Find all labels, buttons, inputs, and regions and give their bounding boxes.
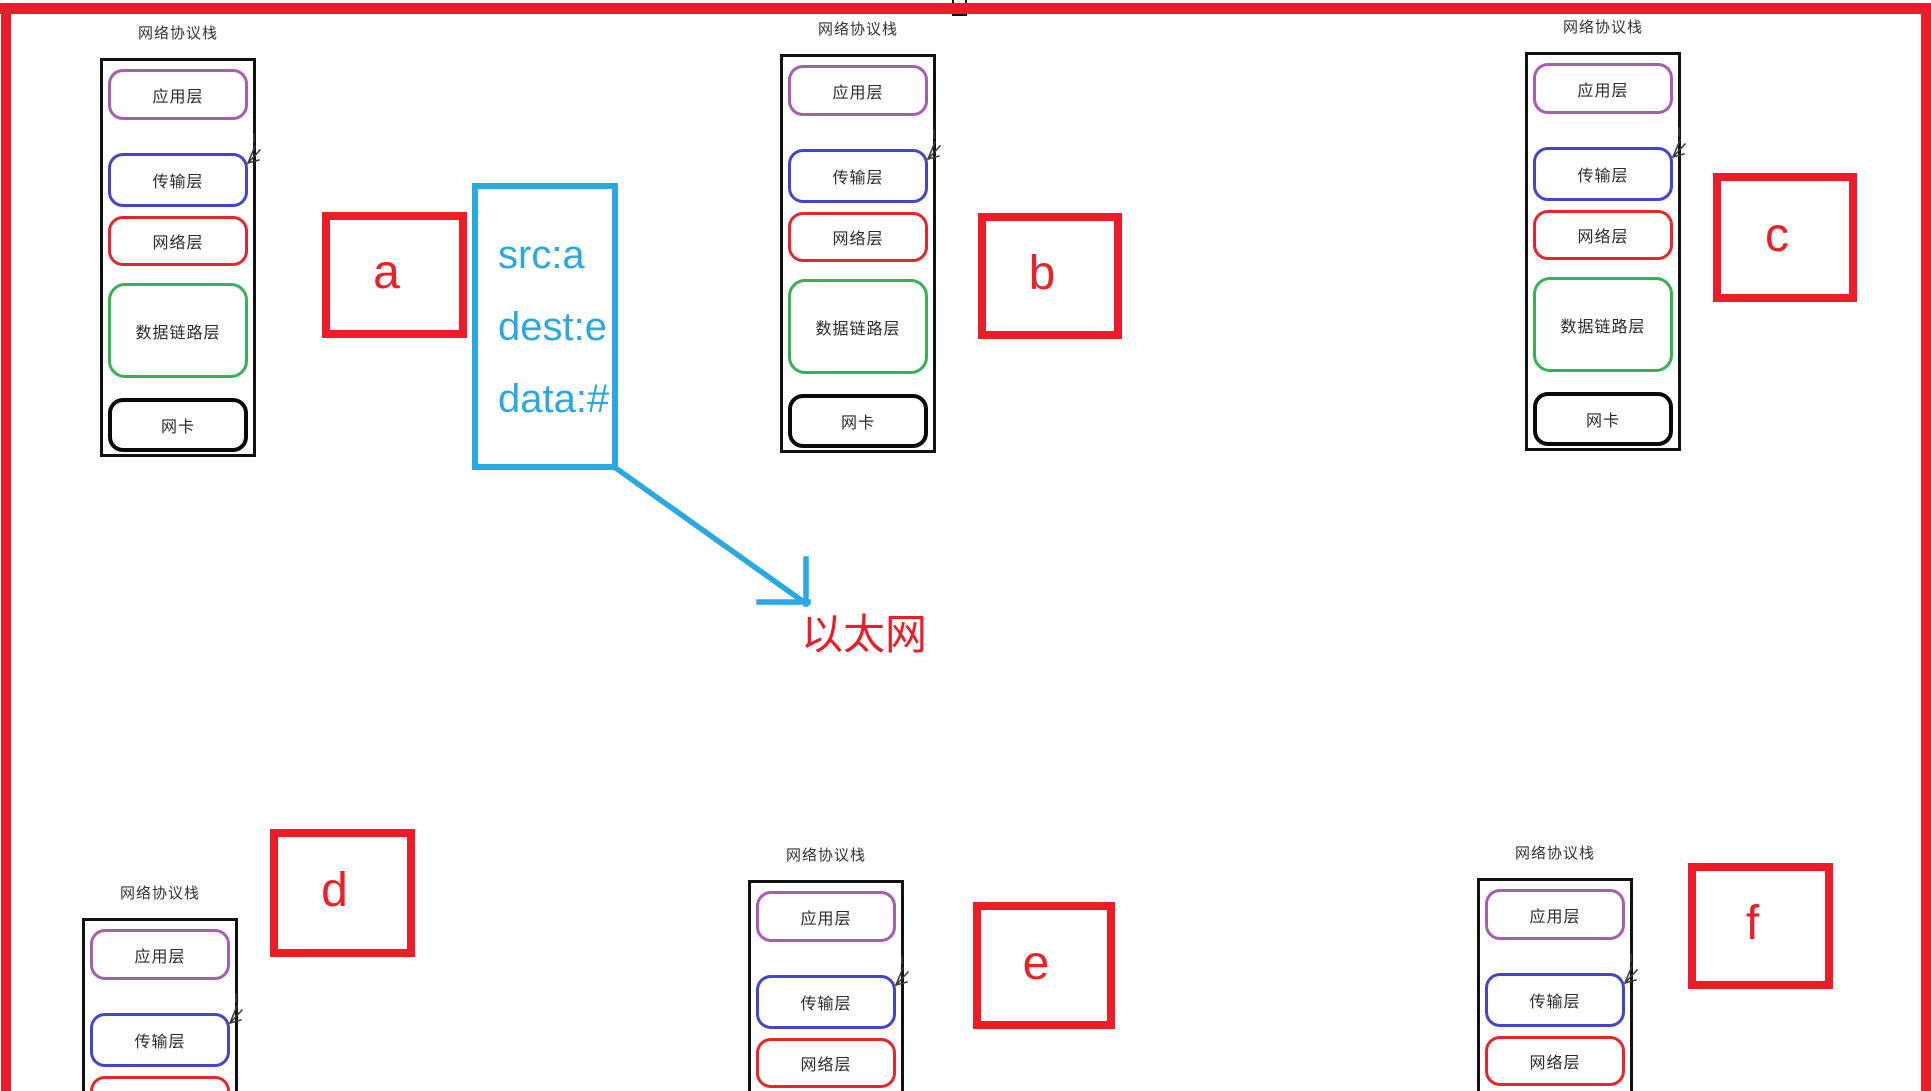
host-letter: f [1745,897,1760,950]
application-layer-label: 应用层 [800,910,852,928]
red-border-left [1,3,11,1091]
cursor-sketch-icon [1624,953,1638,984]
packet-dest-line: dest:e [498,305,607,349]
application-layer: 应用层 [788,65,928,116]
transport-layer: 传输层 [108,153,248,207]
nic-layer: 网卡 [1533,392,1673,446]
network-layer: 网络层 [788,212,928,262]
stack-box: 应用层 传输层 网络层 数据链路层 网卡 [100,58,256,457]
transport-layer-label: 传输层 [1577,168,1629,185]
nic-layer-label: 网卡 [160,419,195,436]
host-label-a: a [322,212,467,338]
transport-layer-label: 传输层 [800,996,852,1013]
datalink-layer-label: 数据链路层 [815,320,901,338]
protocol-stack-f: 网络协议栈 应用层 传输层 网络层 数据链路层 网卡 [1477,845,1638,1091]
application-layer-label: 应用层 [832,84,884,102]
cursor-sketch-icon [895,955,909,986]
network-layer: 网络层 [1533,210,1673,260]
transport-layer-label: 传输层 [134,1034,186,1051]
application-layer-label: 应用层 [1577,82,1629,100]
datalink-layer: 数据链路层 [788,279,928,374]
host-label-d: d [270,829,415,957]
protocol-stack-b: 网络协议栈 应用层 传输层 网络层 数据链路层 网卡 [780,21,941,453]
host-letter: e [1022,936,1050,990]
cursor-sketch-icon [1672,127,1686,158]
stack-title: 网络协议栈 [137,25,218,42]
datalink-layer-label: 数据链路层 [135,324,221,342]
stack-box: 应用层 传输层 网络层 数据链路层 网卡 [1525,52,1681,451]
transport-layer: 传输层 [756,975,896,1029]
host-letter: a [373,246,400,299]
transport-layer: 传输层 [1533,147,1673,201]
cursor-sketch-icon [927,129,941,160]
host-label-f: f [1688,863,1833,989]
application-layer-label: 应用层 [152,88,204,106]
stack-title: 网络协议栈 [785,847,866,864]
host-label-b: b [978,213,1122,339]
host-label-c: c [1713,173,1857,302]
nic-layer-label: 网卡 [840,415,875,432]
network-layer-label: 网络层 [800,1057,852,1074]
datalink-layer: 数据链路层 [108,283,248,378]
nic-layer: 网卡 [108,398,248,452]
datalink-layer-label: 数据链路层 [1560,318,1646,336]
stack-box: 应用层 传输层 网络层 数据链路层 网卡 [82,918,238,1091]
protocol-stack-e: 网络协议栈 应用层 传输层 网络层 数据链路层 网卡 [748,847,909,1091]
red-border-top [0,3,1931,14]
network-layer-label: 网络层 [832,231,884,248]
cursor-sketch-icon [247,133,261,164]
stack-box: 应用层 传输层 网络层 数据链路层 网卡 [748,880,904,1091]
application-layer: 应用层 [90,929,230,980]
nic-layer-label: 网卡 [1585,413,1620,430]
transport-layer: 传输层 [1485,973,1625,1027]
stack-title: 网络协议栈 [119,885,200,902]
application-layer: 应用层 [1485,889,1625,940]
transport-layer-label: 传输层 [832,170,884,187]
host-letter: b [1028,247,1056,300]
network-layer: 网络层 [90,1076,230,1091]
application-layer-label: 应用层 [134,948,186,966]
transport-layer-label: 传输层 [152,174,204,191]
packet-src-line: src:a [498,233,585,277]
network-layer: 网络层 [1485,1036,1625,1086]
application-layer: 应用层 [756,891,896,942]
stack-box: 应用层 传输层 网络层 数据链路层 网卡 [780,54,936,453]
packet-data-line: data:# [498,377,610,421]
network-layer-label: 网络层 [1529,1055,1581,1072]
datalink-layer: 数据链路层 [1533,277,1673,372]
application-layer: 应用层 [1533,63,1673,114]
transport-layer: 传输层 [90,1013,230,1067]
network-layer-label: 网络层 [152,235,204,252]
stack-title: 网络协议栈 [817,21,898,38]
protocol-stack-c: 网络协议栈 应用层 传输层 网络层 数据链路层 网卡 [1525,19,1686,451]
red-border-right [1921,3,1931,1091]
network-layer-label: 网络层 [1577,229,1629,246]
packet-box: src:a dest:e data:# [472,183,618,470]
nic-layer: 网卡 [788,394,928,448]
application-layer: 应用层 [108,69,248,120]
stack-title: 网络协议栈 [1562,19,1643,36]
host-letter: d [321,864,348,917]
host-label-e: e [973,902,1115,1029]
transport-layer-label: 传输层 [1529,994,1581,1011]
transport-layer: 传输层 [788,149,928,203]
application-layer-label: 应用层 [1529,908,1581,926]
ethernet-label: 以太网 [801,611,928,658]
protocol-stack-a: 网络协议栈 应用层 传输层 网络层 数据链路层 网卡 [100,25,261,457]
cursor-sketch-icon [229,993,243,1024]
network-layer: 网络层 [108,216,248,266]
stack-title: 网络协议栈 [1514,845,1595,862]
stack-box: 应用层 传输层 网络层 数据链路层 网卡 [1477,878,1633,1091]
protocol-stack-d: 网络协议栈 应用层 传输层 网络层 数据链路层 网卡 [82,885,243,1091]
host-letter: c [1765,208,1789,262]
network-layer: 网络层 [756,1038,896,1088]
